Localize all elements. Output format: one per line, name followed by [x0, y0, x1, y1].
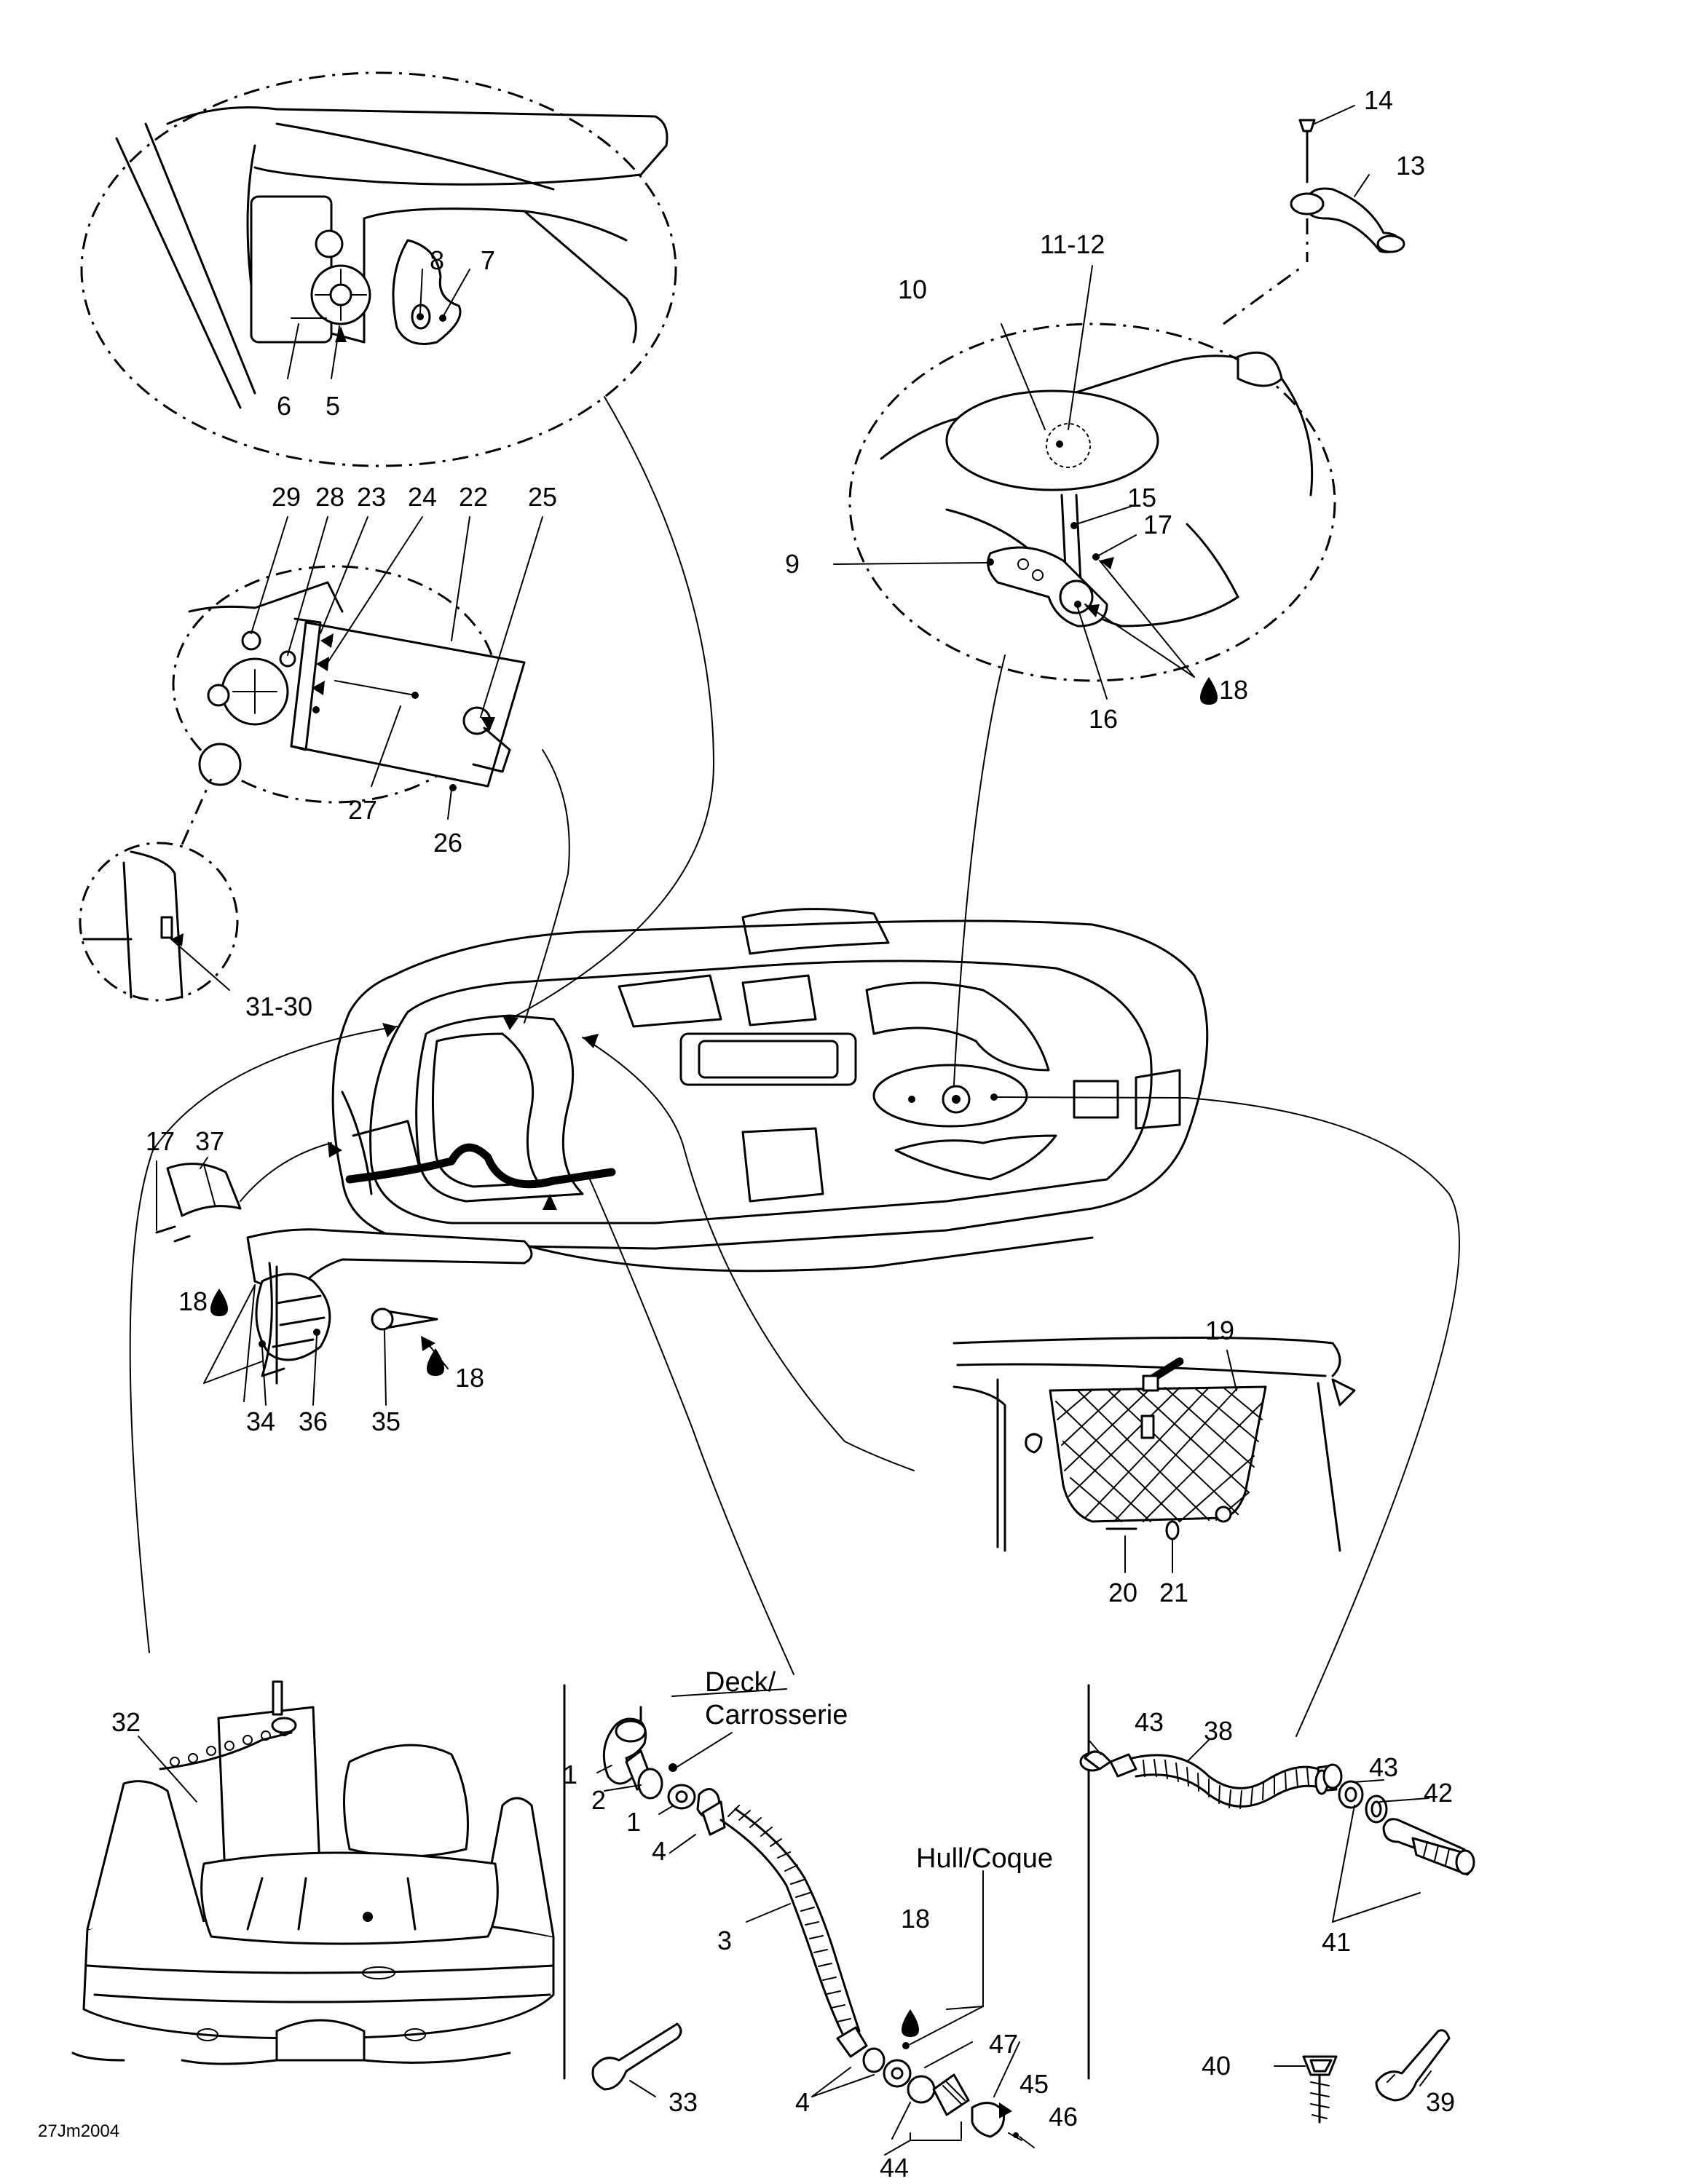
panel-separators [563, 1684, 1090, 2080]
note-hull: Hull/Coque [916, 1843, 1053, 1874]
oil-drop-icon [902, 2009, 919, 2037]
deck-body [331, 908, 1209, 1273]
callout-16: 16 [1089, 704, 1118, 734]
callout-1-lower: 1 [626, 1807, 641, 1837]
callout-36: 36 [299, 1406, 328, 1436]
callout-43-right: 43 [1369, 1752, 1398, 1782]
arrow-heads [171, 326, 1114, 2118]
callout-9: 9 [785, 549, 800, 579]
detail-bubble-cover [172, 516, 543, 820]
oil-drop-icon [210, 1289, 228, 1316]
callout-41: 41 [1322, 1927, 1351, 1957]
callout-14: 14 [1364, 85, 1393, 115]
callout-35: 35 [371, 1406, 401, 1436]
callout-10: 10 [898, 274, 927, 304]
callout-6: 6 [277, 391, 291, 421]
callout-31-30: 31-30 [245, 992, 312, 1021]
callout-27: 27 [348, 795, 377, 825]
callout-8: 8 [430, 245, 444, 275]
callout-labels: 14 13 11-12 10 15 17 9 18 16 8 7 6 5 29 … [38, 85, 1455, 2183]
storage-net-detail [953, 1337, 1356, 1573]
callout-3: 3 [717, 1926, 732, 1955]
callout-4-top: 4 [652, 1836, 666, 1866]
callout-1-top: 1 [563, 1760, 577, 1789]
callout-44: 44 [880, 2153, 909, 2183]
vent-hose-assembly [1079, 1739, 1475, 2124]
callout-23: 23 [357, 482, 386, 512]
callout-5: 5 [326, 391, 340, 421]
callout-40: 40 [1202, 2051, 1231, 2081]
oil-drop-icon [427, 1348, 444, 1376]
oil-drop-icon [1200, 677, 1218, 705]
callout-43-left: 43 [1135, 1707, 1164, 1737]
callout-13: 13 [1396, 151, 1425, 181]
callout-7: 7 [481, 245, 495, 275]
callout-17-top: 17 [1143, 510, 1172, 539]
callout-38: 38 [1204, 1716, 1233, 1746]
callout-42: 42 [1424, 1778, 1453, 1808]
callout-20: 20 [1108, 1578, 1137, 1607]
callout-24: 24 [408, 482, 437, 512]
callout-47: 47 [989, 2029, 1018, 2059]
callout-15: 15 [1127, 483, 1156, 513]
drawing-code: 27Jm2004 [38, 2121, 119, 2141]
callout-17-left: 17 [146, 1126, 175, 1156]
callout-34: 34 [246, 1406, 275, 1436]
callout-26: 26 [433, 828, 462, 858]
callout-33: 33 [669, 2087, 698, 2117]
callout-32: 32 [111, 1707, 141, 1737]
callout-18-top: 18 [1219, 675, 1248, 705]
callout-11-12: 11-12 [1040, 229, 1105, 259]
callout-29: 29 [272, 482, 301, 512]
clamp-13-screw-14 [1290, 105, 1405, 262]
rear-bracket-parts [155, 1157, 533, 1406]
callout-2: 2 [591, 1785, 606, 1815]
detail-bubble-latch [79, 778, 239, 1002]
callout-39: 39 [1426, 2087, 1455, 2117]
callout-18-pin: 18 [455, 1363, 484, 1393]
detail-bubble-hatch [80, 71, 677, 467]
callout-4-lower: 4 [795, 2087, 810, 2117]
callout-37: 37 [195, 1126, 224, 1156]
detail-bubble-steering [833, 264, 1336, 700]
callout-22: 22 [459, 482, 488, 512]
callout-18-left: 18 [178, 1286, 208, 1316]
callout-18-hose: 18 [901, 1904, 930, 1934]
callout-28: 28 [315, 482, 344, 512]
drain-hose-assembly [591, 1706, 1035, 2156]
net-mesh [1055, 1387, 1264, 1522]
callout-19: 19 [1205, 1315, 1234, 1345]
callout-25: 25 [528, 482, 557, 512]
note-deck-line2: Carrosserie [705, 1700, 848, 1730]
callout-45: 45 [1019, 2069, 1049, 2099]
callout-21: 21 [1159, 1578, 1188, 1607]
rear-view-boat [71, 1680, 555, 2065]
leader-curves [129, 396, 1460, 1737]
note-deck-line1: Deck/ [705, 1667, 776, 1698]
callout-46: 46 [1049, 2102, 1078, 2132]
